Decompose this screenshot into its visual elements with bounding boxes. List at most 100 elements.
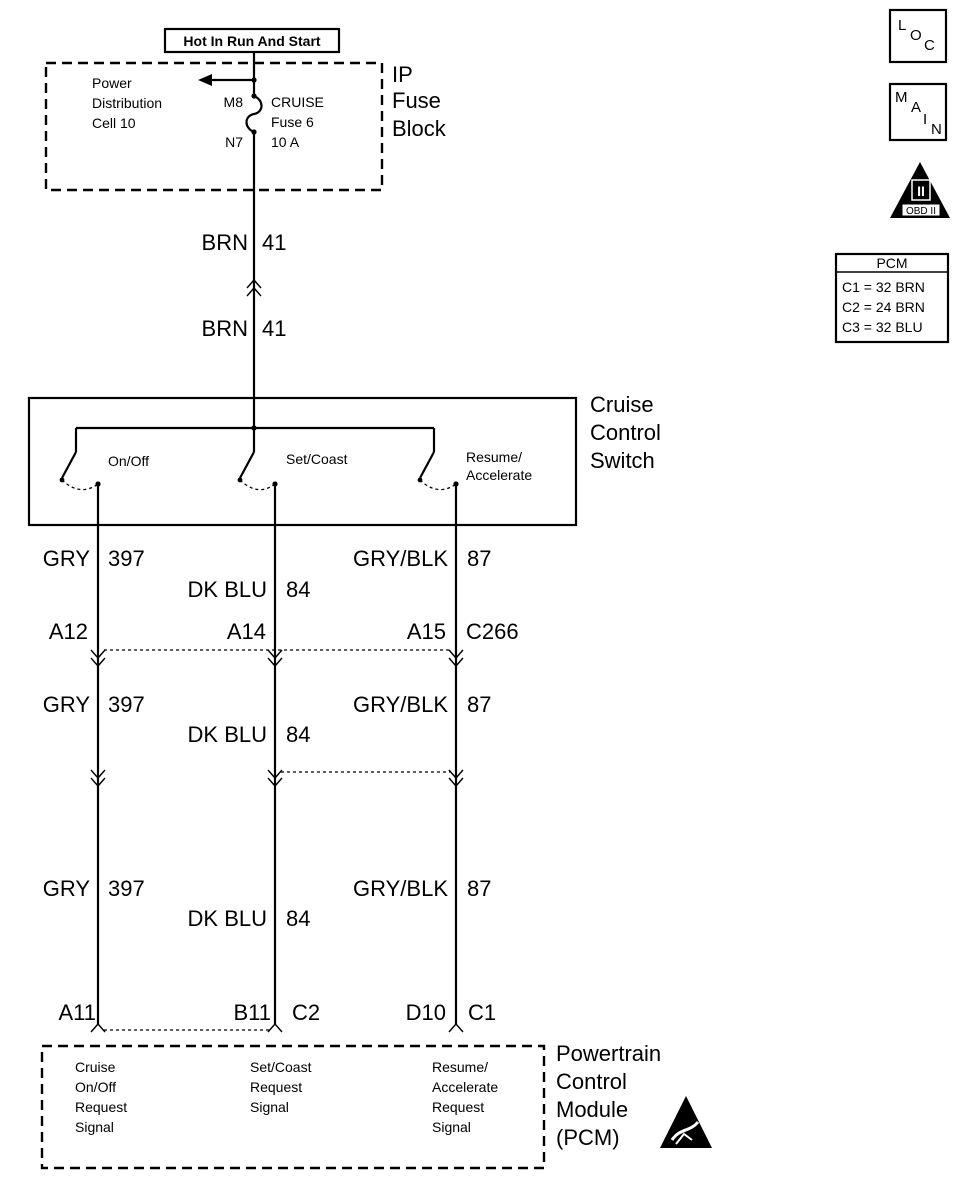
wire-397-circuit-1: 397 [108,546,145,571]
pcm-pin-a11: A11 [58,1000,96,1025]
pcm-signal-resume-3: Request [432,1099,484,1115]
obd-roman: II [917,183,925,199]
switch-position-set-coast: Set/Coast [286,451,348,467]
inline-connector-chevron-icon [246,278,262,297]
pcm-signal-resume-4: Signal [432,1119,471,1135]
pcm-signal-resume-2: Accelerate [432,1079,498,1095]
ip-fuse-block: IP Fuse Block Power Distribution Cell 10… [44,52,447,192]
switch-on-off-travel [61,479,99,491]
switch-on-off-blade-icon [61,451,77,479]
esd-warning-icon [660,1096,712,1148]
switch-position-on-off: On/Off [108,453,149,469]
obd-label-box [901,203,941,217]
pcm-pin-b11: B11 [233,1000,271,1025]
ip-fuse-block-outline [44,61,384,192]
pcm-table-outline [834,252,950,344]
splice-dot [251,77,257,83]
pcm-name-4: (PCM) [556,1125,620,1150]
pcm-signal-set-2: Request [250,1079,302,1095]
switch-outline [27,396,578,527]
cruise-control-switch: Cruise Control Switch On/Off Set/Coast R… [27,392,661,527]
wire-87-circuit-2: 87 [467,692,491,717]
feed-wire-circuit-upper: 41 [262,230,286,255]
ip-fuse-block-name-1: IP [392,62,413,87]
pcm-name-1: Powertrain [556,1041,661,1066]
wire-84-color-1: DK BLU [188,577,267,602]
feed-wire-color-upper: BRN [202,230,248,255]
switch-name-3: Switch [590,448,655,473]
c266-pin-a12: A12 [49,619,88,644]
main-letter-i: I [923,111,927,128]
wire-87-circuit-1: 87 [467,546,491,571]
wire-397-color-3: GRY [43,876,91,901]
pcm-table-title: PCM [876,255,907,271]
ip-fuse-block-name-2: Fuse [392,88,441,113]
pcm-name-3: Module [556,1097,628,1122]
wire-397-circuit-3: 397 [108,876,145,901]
pcm-outline [40,1044,546,1170]
main-box [888,82,948,142]
feed-wire-circuit-lower: 41 [262,316,286,341]
inline-connector-2 [90,769,464,788]
wire-397-color-1: GRY [43,546,91,571]
loc-letter-c: C [924,37,935,54]
c266-name: C266 [466,619,519,644]
fuse-pin-bottom: N7 [225,134,243,150]
wire-397-circuit-2: 397 [108,692,145,717]
fuse-icon [245,94,263,134]
wire-397-color-2: GRY [43,692,91,717]
c266-pin-a15: A15 [407,619,446,644]
pcm-signal-resume-1: Resume/ [432,1059,488,1075]
wire-84-circuit-2: 84 [286,722,310,747]
switch-position-resume-1: Resume/ [466,449,522,465]
wire-87-color-3: GRY/BLK [353,876,448,901]
obd-label: OBD II [906,206,936,217]
power-distribution-line-1: Power [92,75,132,91]
loc-letter-o: O [910,27,922,44]
pcm-signal-on-off-3: Request [75,1099,127,1115]
pcm-signal-set-3: Signal [250,1099,289,1115]
pcm-connector-c2: C2 [292,1000,320,1025]
wire-87-color-1: GRY/BLK [353,546,448,571]
pcm-pin-d10: D10 [406,1000,446,1025]
feed-wire-brn-41: BRN 41 BRN 41 [202,132,286,428]
main-letter-a: A [911,99,921,116]
pcm-connectors: A11 B11 C2 D10 C1 [58,1000,496,1033]
pcm-pin-d10-chevron-icon [448,1022,464,1033]
power-distribution-arrow-icon [198,74,212,86]
pcm-pin-b11-chevron-icon [267,1022,283,1033]
c266-pin-a14: A14 [227,619,266,644]
pcm-pin-a11-chevron-icon [90,1022,106,1033]
switch-set-travel [239,479,276,491]
supply-label-text: Hot In Run And Start [183,33,320,49]
wire-87-color-2: GRY/BLK [353,692,448,717]
fuse-name-line-1: CRUISE [271,94,324,110]
pcm-signal-set-1: Set/Coast [250,1059,312,1075]
obd-roman-box [911,179,931,201]
pcm-name-2: Control [556,1069,627,1094]
pcm-table-row-1: C1 = 32 BRN [842,279,925,295]
fuse-name-line-2: Fuse 6 [271,114,314,130]
fuse-pin-top: M8 [224,94,244,110]
c266-chevron-a12-icon [90,649,106,668]
c266-chevron-a15-icon [448,649,464,668]
switch-position-resume-2: Accelerate [466,467,532,483]
loc-box [888,8,948,64]
legend-main: M A I N [888,82,948,142]
wire-84-color-3: DK BLU [188,906,267,931]
legend-loc: L O C [888,8,948,64]
pcm-signal-on-off-1: Cruise [75,1059,116,1075]
ip-fuse-block-name-3: Block [392,116,447,141]
pcm-module: Powertrain Control Module (PCM) Cruise O… [40,1041,712,1170]
main-letter-m: M [895,89,908,106]
power-distribution-line-2: Distribution [92,95,162,111]
pcm-table-row-2: C2 = 24 BRN [842,299,925,315]
wire-87-circuit-3: 87 [467,876,491,901]
pcm-table-row-3: C3 = 32 BLU [842,319,923,335]
inline-connector-2-chevron-84-icon [267,769,283,788]
wire-84-circuit-3: 84 [286,906,310,931]
legend-obd: II OBD II [890,162,950,218]
switch-resume-blade-icon [419,451,435,479]
switch-name-2: Control [590,420,661,445]
